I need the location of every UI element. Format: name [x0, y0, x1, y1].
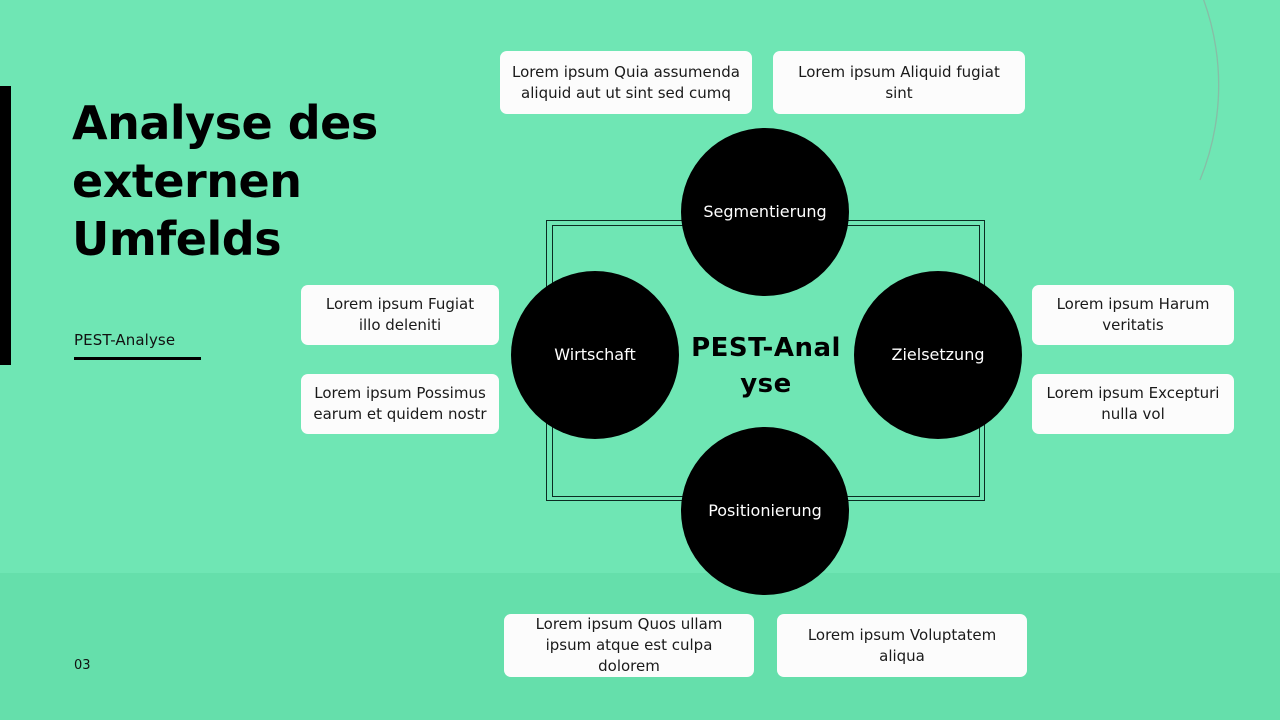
callout-card[interactable]: Lorem ipsum Possimus earum et quidem nos…	[301, 374, 499, 434]
diagram-node-positionierung[interactable]: Positionierung	[681, 427, 849, 595]
node-label: Wirtschaft	[554, 345, 636, 364]
callout-card[interactable]: Lorem ipsum Harum veritatis	[1032, 285, 1234, 345]
page-number: 03	[74, 658, 91, 673]
subtitle-underline	[74, 357, 201, 360]
page-subtitle: PEST-Analyse	[74, 331, 176, 349]
callout-card[interactable]: Lorem ipsum Aliquid fugiat sint	[773, 51, 1025, 114]
callout-card[interactable]: Lorem ipsum Excepturi nulla vol	[1032, 374, 1234, 434]
callout-card[interactable]: Lorem ipsum Voluptatem aliqua	[777, 614, 1027, 677]
callout-text: Lorem ipsum Quos ullam ipsum atque est c…	[535, 615, 723, 675]
node-label: Positionierung	[708, 501, 822, 520]
callout-text: Lorem ipsum Fugiat illo deleniti	[325, 295, 475, 334]
node-label: Segmentierung	[703, 202, 827, 221]
callout-text: Lorem ipsum Quia assumenda aliquid aut u…	[512, 62, 740, 102]
callout-text: Lorem ipsum Aliquid fugiat sint	[798, 62, 1000, 102]
page-title: Analyse des externen Umfelds	[72, 96, 378, 266]
callout-card[interactable]: Lorem ipsum Quia assumenda aliquid aut u…	[500, 51, 752, 114]
left-accent-bar	[0, 86, 11, 365]
callout-text: Lorem ipsum Harum veritatis	[1056, 295, 1210, 334]
callout-text: Lorem ipsum Possimus earum et quidem nos…	[313, 384, 487, 423]
node-label: Zielsetzung	[891, 345, 985, 364]
diagram-center-label: PEST-Analyse	[691, 333, 841, 399]
callout-card[interactable]: Lorem ipsum Quos ullam ipsum atque est c…	[504, 614, 754, 677]
callout-text: Lorem ipsum Voluptatem aliqua	[807, 625, 997, 665]
diagram-node-wirtschaft[interactable]: Wirtschaft	[511, 271, 679, 439]
diagram-node-zielsetzung[interactable]: Zielsetzung	[854, 271, 1022, 439]
callout-text: Lorem ipsum Excepturi nulla vol	[1046, 384, 1220, 423]
diagram-node-segmentierung[interactable]: Segmentierung	[681, 128, 849, 296]
callout-card[interactable]: Lorem ipsum Fugiat illo deleniti	[301, 285, 499, 345]
